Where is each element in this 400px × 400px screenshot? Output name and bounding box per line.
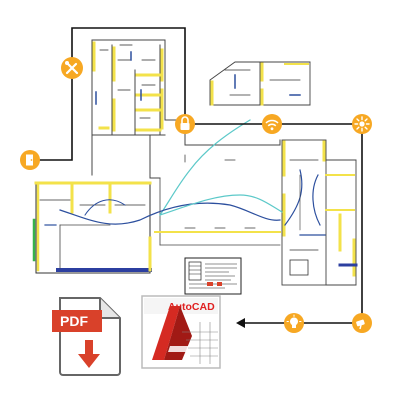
door-icon — [20, 150, 40, 170]
camera-icon — [352, 313, 372, 333]
wiring-teal — [159, 119, 251, 216]
download-arrow-icon — [78, 340, 100, 368]
autocad-logo: AutoCAD — [141, 295, 221, 369]
lock-icon — [175, 114, 195, 134]
left-wing-blue-accents — [95, 51, 142, 105]
wiring-blue-left — [84, 199, 126, 216]
tools-icon — [61, 57, 83, 79]
bulb-icon — [284, 313, 304, 333]
living-room-walls — [32, 181, 152, 274]
left-wing-details — [99, 44, 156, 119]
connector-lines — [30, 27, 363, 324]
sun-icon — [352, 114, 372, 134]
wifi-icon — [262, 114, 282, 134]
pdf-file-icon: PDF — [52, 297, 121, 376]
wiring-blue-main — [59, 202, 281, 225]
floor-plan — [32, 39, 358, 286]
left-wing-wall-fills — [92, 41, 164, 132]
top-right-building — [209, 61, 311, 106]
right-wing-walls — [281, 139, 358, 286]
pdf-label: PDF — [60, 313, 88, 329]
left-wing-walls — [91, 39, 281, 179]
blueprint-thumbnail — [184, 257, 242, 295]
wiring-teal-secondary — [159, 194, 283, 216]
arrowhead-icon — [236, 318, 245, 328]
